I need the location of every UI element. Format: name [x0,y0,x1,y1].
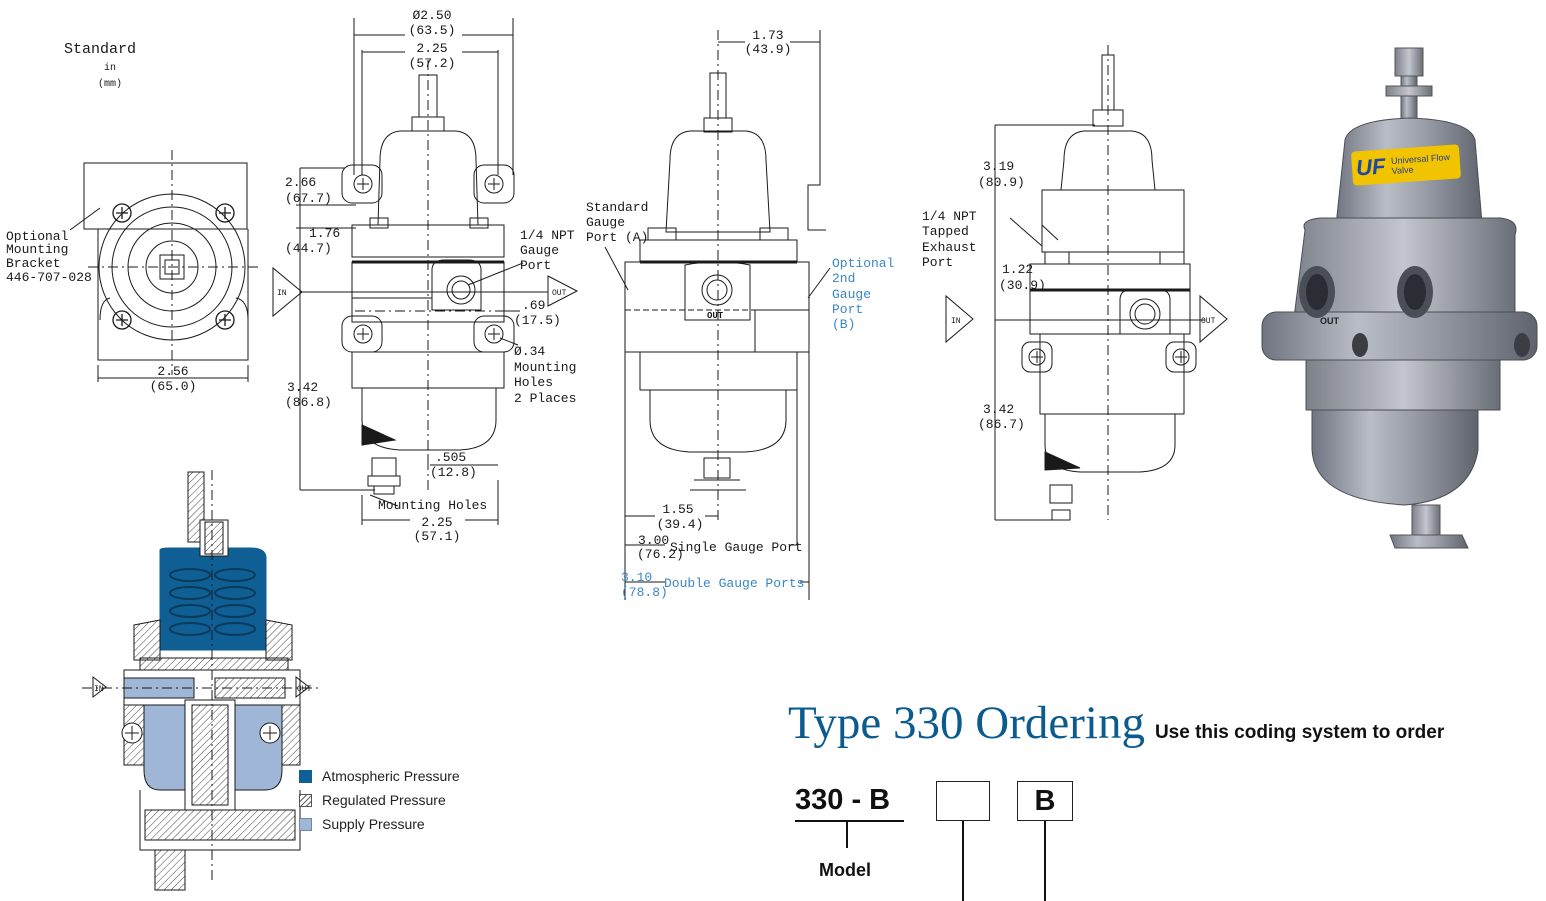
legend-regulated: Regulated Pressure [299,788,460,812]
side-d3-in: 3.10 [621,570,653,585]
side-d1-in: 1.55 [662,502,694,517]
front-in-marker: IN [277,289,287,298]
right-h2-in: 1.22 [1002,262,1034,277]
front-bottom-in: 2.25 [421,515,453,530]
front-span-in: 2.25 [416,41,448,56]
right-h1-mm: (80.9) [978,175,1025,190]
ordering-subtitle: Use this coding system to order [1154,722,1445,743]
right-h3-in: 3.42 [983,402,1015,417]
legend-supply: Supply Pressure [299,812,460,836]
front-holes-label-4: 2 Places [514,391,577,406]
standard-unit-in: in [103,63,117,74]
product-photo: OUT [1261,47,1538,549]
regulated-swatch [299,793,312,807]
side-d3-mm: (78.8) [621,585,668,600]
right-view-drawing [945,45,1228,521]
ordering-title: Type 330 Ordering [788,697,1145,749]
photo-out-mark: OUT [1320,316,1340,326]
front-h2-in: 1.76 [309,226,341,241]
model-label: Model [819,860,871,880]
side-d3-label: Double Gauge Ports [664,576,805,591]
std-gauge-2: Gauge [586,215,626,230]
model-code: 330 - B [795,784,891,816]
side-d1-mm: (39.4) [656,517,704,532]
front-h3-in: 3.42 [287,380,319,395]
front-port-label-2: Gauge [520,243,560,258]
exhaust-4: Port [922,255,954,270]
opt-gauge-5: (B) [832,317,856,332]
front-out-marker: OUT [552,289,567,298]
side-view-drawing [604,30,831,600]
ordering-heading: Type 330 Ordering Use this coding system … [788,695,1444,761]
front-h2-mm: (44.7) [285,241,332,256]
front-view-drawing [272,18,579,525]
front-offset2-in: .505 [435,450,467,465]
side-top-mm: (43.9) [744,42,792,57]
right-out-marker: OUT [1201,317,1216,326]
right-h1-in: 3.19 [983,159,1015,174]
code-box-2: B [1017,781,1073,821]
bracket-label-1: Optional [6,229,69,244]
legend-label: Supply Pressure [322,816,425,832]
opt-gauge-1: Optional [832,256,895,271]
opt-gauge-4: Port [832,302,864,317]
side-d2-in: 3.00 [638,533,670,548]
front-bottom-mm: (57.1) [413,529,461,544]
legend-label: Atmospheric Pressure [322,768,460,784]
pressure-legend: Atmospheric Pressure Regulated Pressure … [299,764,460,836]
front-port-label-3: Port [520,258,552,273]
bracket-label-2: Mounting [6,242,69,257]
legend-atmospheric: Atmospheric Pressure [299,764,460,788]
side-d2-mm: (76.2) [637,547,684,562]
atmospheric-swatch [299,769,312,783]
section-out-marker: OUT [297,685,312,694]
bracket-label-4: 446-707-028 [6,270,92,285]
opt-gauge-3: Gauge [832,287,872,302]
left-width-in: 2.56 [157,364,189,379]
front-span-mm: (57.2) [408,56,456,71]
side-out-mark: OUT [707,311,724,321]
front-offset2-mm: (12.8) [430,465,477,480]
front-offset-mm: (17.5) [514,313,561,328]
code-box-1 [936,781,990,821]
front-port-label-1: 1/4 NPT [520,228,575,243]
front-h3-mm: (86.8) [285,395,332,410]
section-in-marker: IN [94,685,104,694]
side-d2-label: Single Gauge Port [670,540,803,555]
bracket-label-3: Bracket [6,256,61,271]
standard-unit-mm: (mm) [97,79,123,90]
front-dia-in: Ø2.50 [412,8,452,23]
exhaust-2: Tapped [922,224,969,239]
side-top-in: 1.73 [752,28,784,43]
front-dia-mm: (63.5) [408,23,456,38]
right-h2-mm: (30.9) [999,278,1046,293]
right-h3-mm: (86.7) [978,417,1025,432]
left-view-drawing [69,150,262,382]
legend-label: Regulated Pressure [322,792,446,808]
front-h1-mm: (67.7) [285,191,332,206]
section-view-drawing [82,470,320,891]
std-gauge-3: Port (A) [586,230,649,245]
front-holes-label-1: Ø.34 [514,344,546,359]
front-holes-label-2: Mounting [514,360,577,375]
right-in-marker: IN [951,317,961,326]
front-mount-holes: Mounting Holes [378,498,488,513]
front-h1-in: 2.66 [285,175,317,190]
left-width-mm: (65.0) [149,379,197,394]
opt-gauge-2: 2nd [832,271,856,286]
exhaust-1: 1/4 NPT [922,209,977,224]
front-offset-in: .69 [522,298,546,313]
std-gauge-1: Standard [586,200,649,215]
exhaust-3: Exhaust [922,240,977,255]
front-holes-label-3: Holes [514,375,554,390]
standard-title: Standard [64,41,137,58]
supply-swatch [299,817,312,831]
